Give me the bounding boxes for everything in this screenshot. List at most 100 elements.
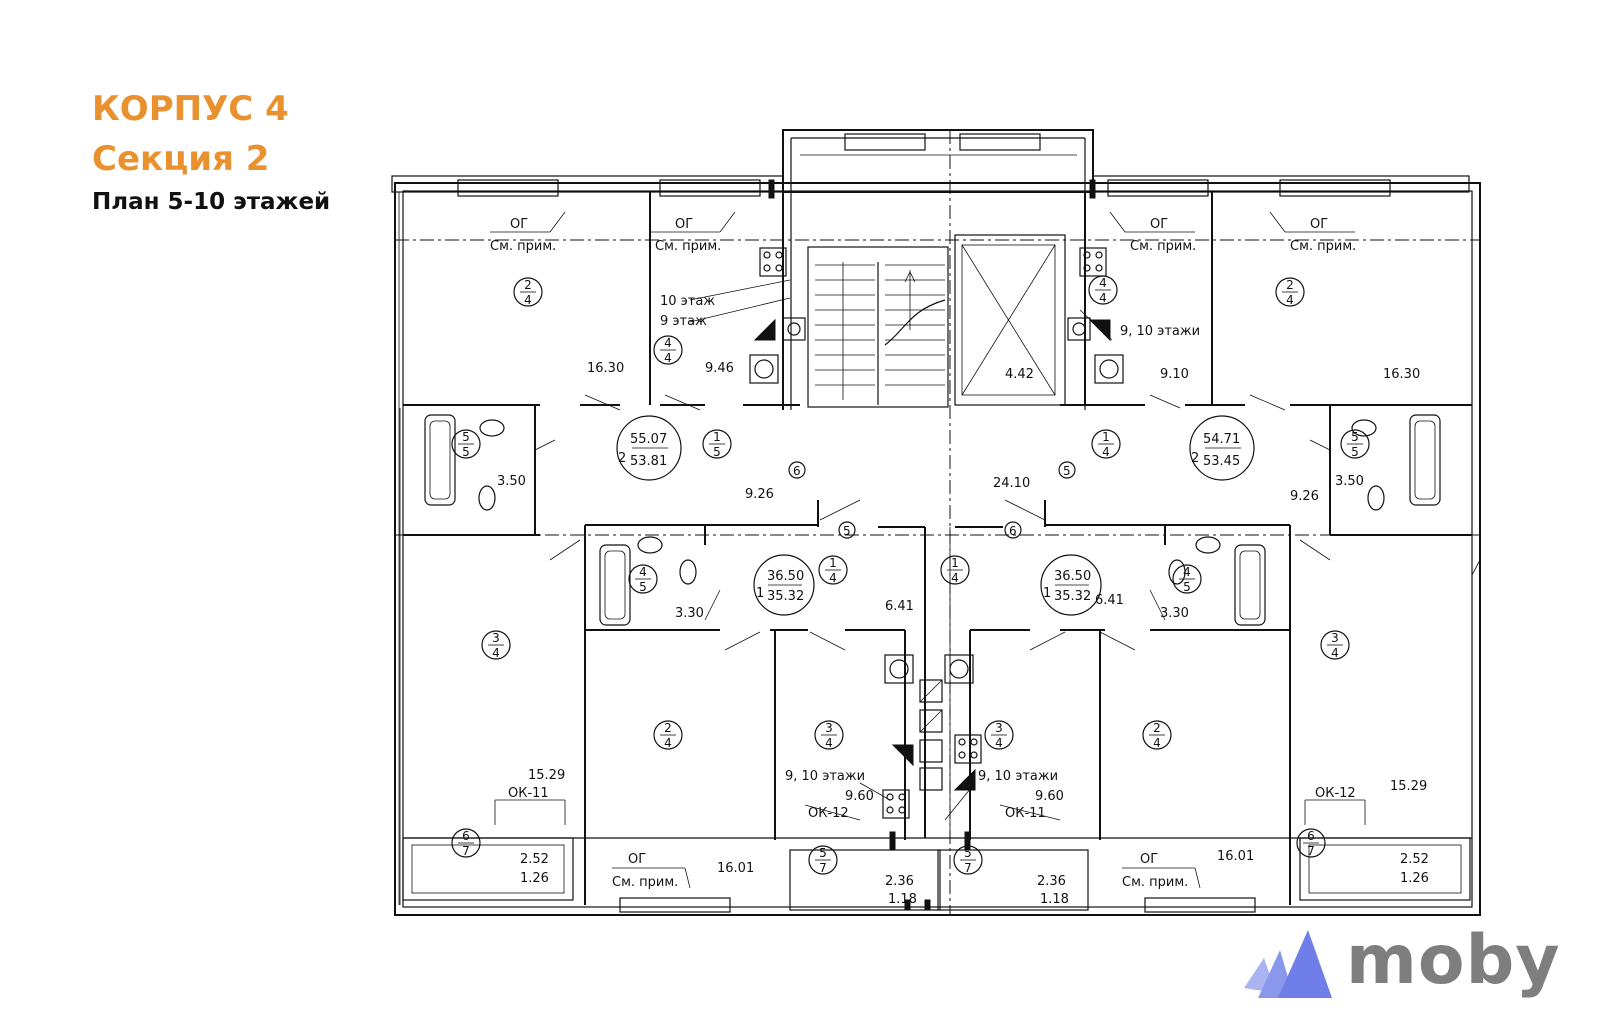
room-marker: 55 xyxy=(451,429,481,459)
apartment-rooms: 2 xyxy=(618,451,626,466)
room-marker-circle xyxy=(1172,564,1202,594)
room-marker-top: 6 xyxy=(462,829,470,843)
apartment-total-area: 36.50 xyxy=(1054,569,1091,584)
room-marker-top: 1 xyxy=(1102,430,1110,444)
room-marker-top: 2 xyxy=(1153,721,1161,735)
area-value: 16.01 xyxy=(717,861,754,876)
room-marker-bottom: 4 xyxy=(1331,646,1339,660)
room-marker-top: 2 xyxy=(524,278,532,292)
area-value: 2.36 xyxy=(1037,874,1066,889)
axis-mark: 5 xyxy=(1063,464,1071,478)
area-value: 9.60 xyxy=(1035,789,1064,804)
room-marker-top: 2 xyxy=(664,721,672,735)
room-marker-top: 6 xyxy=(1307,829,1315,843)
area-value: 2.52 xyxy=(1400,852,1429,867)
room-marker: 34 xyxy=(814,720,844,750)
area-value: 9.46 xyxy=(705,361,734,376)
area-value: 16.30 xyxy=(587,361,624,376)
room-marker-bottom: 7 xyxy=(964,861,972,875)
room-marker-top: 3 xyxy=(492,631,500,645)
room-marker-bottom: 4 xyxy=(825,736,833,750)
room-marker-bottom: 4 xyxy=(664,351,672,365)
og-labels: ОГ См. прим. ОГ См. прим. ОГ См. прим. О… xyxy=(490,217,1356,890)
room-marker-bottom: 4 xyxy=(995,736,1003,750)
moby-logo: moby xyxy=(1236,918,1576,1008)
room-marker-circle xyxy=(1088,275,1118,305)
room-marker-top: 1 xyxy=(951,556,959,570)
window-ok12: ОК-12 xyxy=(1315,786,1356,801)
see-note-label: См. прим. xyxy=(1130,239,1196,254)
window-ok11: ОК-11 xyxy=(508,786,549,801)
area-value: 9.26 xyxy=(1290,489,1319,504)
apartment-badge: 1 36.50 35.32 xyxy=(1040,554,1102,616)
room-marker-bottom: 7 xyxy=(819,861,827,875)
room-marker-circle xyxy=(1142,720,1172,750)
apartment-rooms: 1 xyxy=(1043,586,1051,601)
room-marker-bottom: 7 xyxy=(1307,844,1315,858)
interior-walls xyxy=(399,192,1481,913)
see-note-label: См. прим. xyxy=(1290,239,1356,254)
room-marker-circle xyxy=(814,720,844,750)
room-marker-top: 1 xyxy=(829,556,837,570)
og-label: ОГ xyxy=(675,217,693,232)
area-value: 1.26 xyxy=(1400,871,1429,886)
room-marker-top: 4 xyxy=(1183,565,1191,579)
room-marker: 55 xyxy=(1340,429,1370,459)
area-value: 3.50 xyxy=(497,474,526,489)
room-marker-bottom: 4 xyxy=(829,571,837,585)
axis-mark: 6 xyxy=(1009,524,1017,538)
moby-logo-text: moby xyxy=(1346,921,1561,1000)
room-marker: 67 xyxy=(1296,828,1326,858)
room-marker-bottom: 7 xyxy=(462,844,470,858)
area-value: 3.30 xyxy=(675,606,704,621)
room-marker: 24 xyxy=(1142,720,1172,750)
outer-walls xyxy=(391,129,1481,916)
room-marker: 44 xyxy=(653,335,683,365)
room-marker: 34 xyxy=(481,630,511,660)
area-value: 6.41 xyxy=(1095,593,1124,608)
room-marker-circle xyxy=(1091,429,1121,459)
room-marker-top: 5 xyxy=(819,846,827,860)
apartment-living-area: 35.32 xyxy=(767,589,804,604)
og-label: ОГ xyxy=(1140,852,1158,867)
area-value: 9.10 xyxy=(1160,367,1189,382)
room-marker: 24 xyxy=(1275,277,1305,307)
apartment-living-area: 53.81 xyxy=(630,454,667,469)
apartment-total-area: 55.07 xyxy=(630,432,667,447)
room-marker: 34 xyxy=(984,720,1014,750)
room-marker-top: 5 xyxy=(964,846,972,860)
see-note-label: См. прим. xyxy=(612,875,678,890)
og-callouts xyxy=(490,211,1366,889)
area-value: 24.10 xyxy=(993,476,1030,491)
room-marker: 14 xyxy=(818,555,848,585)
room-marker-circle xyxy=(653,720,683,750)
apartment-badges: 2 55.07 53.81 2 54.71 53.45 1 36.50 35.3… xyxy=(616,415,1255,616)
room-marker-top: 3 xyxy=(1331,631,1339,645)
room-marker-bottom: 5 xyxy=(713,445,721,459)
room-marker-circle xyxy=(953,845,983,875)
area-value: 16.01 xyxy=(1217,849,1254,864)
room-marker-bottom: 5 xyxy=(1351,445,1359,459)
window-ok11: ОК-11 xyxy=(1005,806,1046,821)
room-marker: 45 xyxy=(1172,564,1202,594)
room-marker-bottom: 4 xyxy=(524,293,532,307)
stair-treads xyxy=(815,262,946,405)
area-value: 2.36 xyxy=(885,874,914,889)
section-title: Секция 2 xyxy=(92,139,270,179)
floors-9-10-note: 9, 10 этажи xyxy=(978,769,1058,784)
floors-9-10-note: 9, 10 этажи xyxy=(1120,324,1200,339)
room-marker-top: 5 xyxy=(1351,430,1359,444)
area-value: 1.18 xyxy=(1040,892,1069,907)
room-marker-top: 2 xyxy=(1286,278,1294,292)
apartment-rooms: 2 xyxy=(1191,451,1199,466)
room-marker: 57 xyxy=(953,845,983,875)
room-marker: 14 xyxy=(1091,429,1121,459)
room-marker-bottom: 4 xyxy=(492,646,500,660)
room-marker-bottom: 4 xyxy=(1286,293,1294,307)
room-marker-circle xyxy=(1296,828,1326,858)
building-title: КОРПУС 4 xyxy=(92,89,289,129)
og-label: ОГ xyxy=(1310,217,1328,232)
room-marker-bottom: 4 xyxy=(1153,736,1161,750)
area-value: 15.29 xyxy=(1390,779,1427,794)
